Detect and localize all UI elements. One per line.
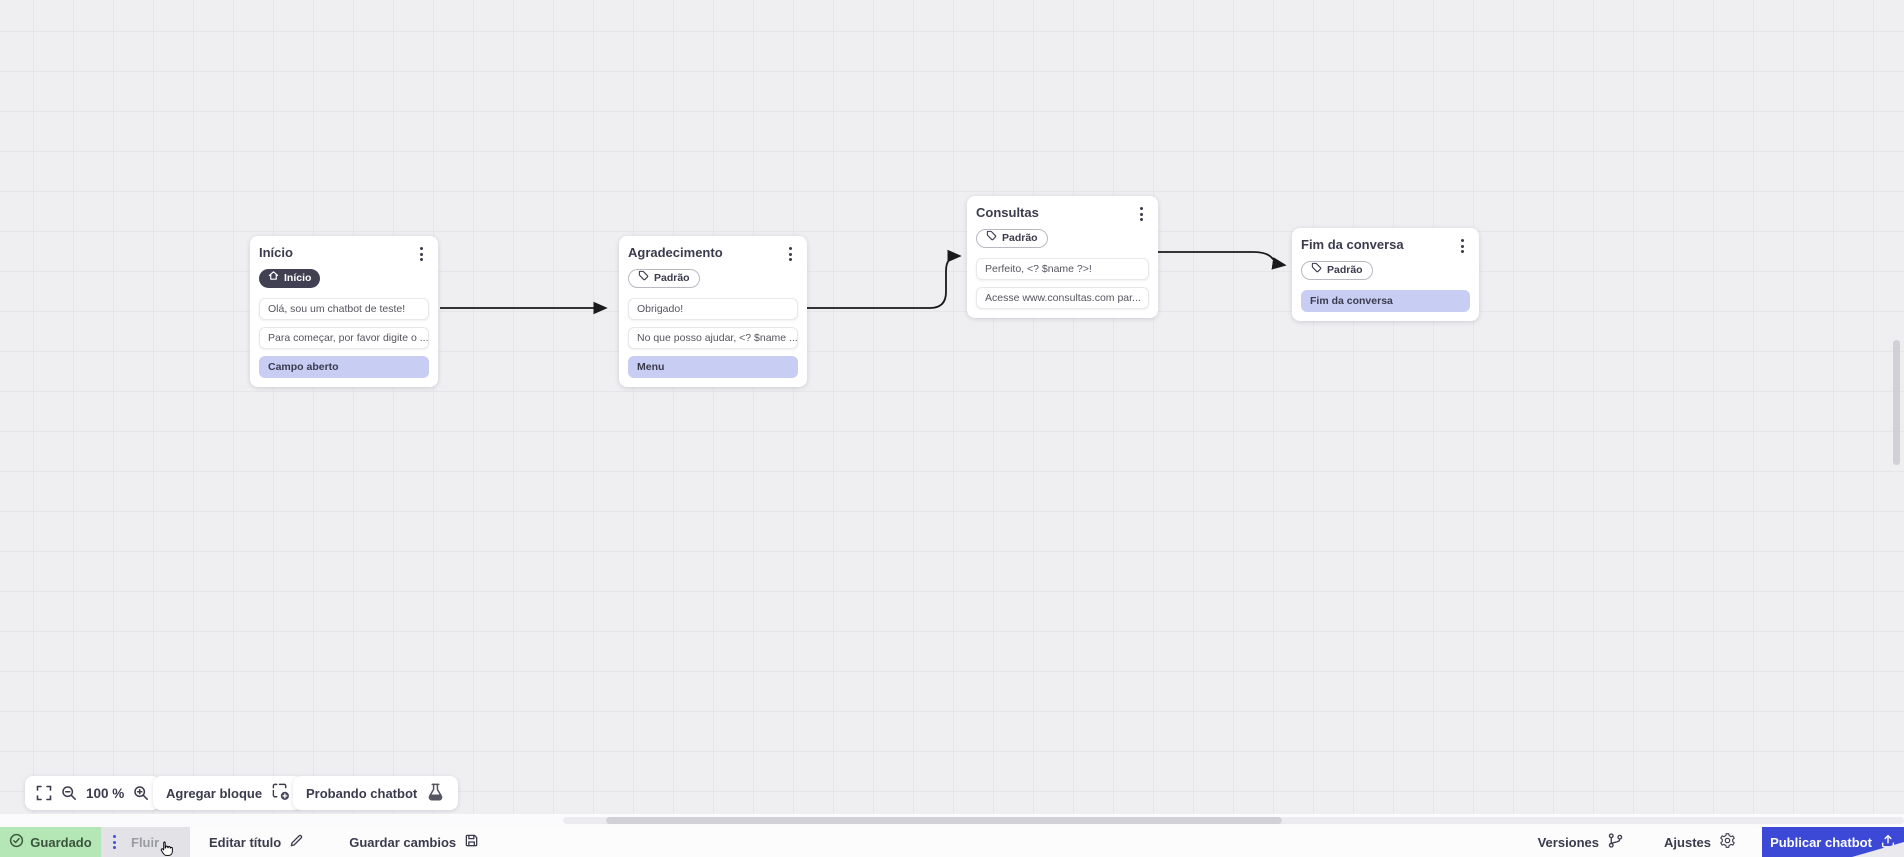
node-menu-button[interactable] bbox=[782, 245, 798, 263]
settings-label: Ajustes bbox=[1664, 834, 1711, 850]
saved-status-label: Guardado bbox=[30, 834, 92, 850]
tag-icon bbox=[986, 229, 997, 248]
node-message-row[interactable]: Obrigado! bbox=[628, 298, 798, 320]
node-title: Fim da conversa bbox=[1301, 237, 1404, 252]
node-action-row[interactable]: Fim da conversa bbox=[1301, 290, 1470, 312]
edit-title-label: Editar título bbox=[209, 834, 282, 850]
tab-fluir[interactable]: Fluir bbox=[101, 827, 190, 857]
node-action-row[interactable]: Campo aberto bbox=[259, 356, 429, 378]
branch-icon bbox=[1607, 832, 1624, 852]
bottom-bar-spacer bbox=[479, 827, 1537, 857]
add-block-button[interactable]: Agregar bloque bbox=[153, 776, 304, 810]
zoom-out-button[interactable] bbox=[61, 785, 77, 801]
check-circle-icon bbox=[9, 833, 24, 851]
connection-arrow bbox=[1158, 251, 1287, 270]
gear-icon bbox=[1719, 832, 1736, 852]
publish-chatbot-button[interactable]: Publicar chatbot bbox=[1762, 827, 1904, 857]
upload-icon bbox=[1880, 833, 1896, 852]
canvas-bottom-gutter bbox=[0, 814, 1904, 827]
versions-label: Versiones bbox=[1537, 834, 1600, 850]
bottom-bar: Guardado Fluir Editar título Guardar cam… bbox=[0, 827, 1904, 857]
zoom-toolbar: 100 % bbox=[25, 776, 161, 810]
flask-icon bbox=[426, 782, 445, 804]
flow-canvas[interactable]: Início Início Olá, sou um chatbot de tes… bbox=[0, 0, 1904, 814]
add-block-label: Agregar bloque bbox=[166, 785, 263, 801]
node-title: Início bbox=[259, 245, 293, 260]
publish-label: Publicar chatbot bbox=[1770, 834, 1872, 850]
flow-node-inicio[interactable]: Início Início Olá, sou um chatbot de tes… bbox=[250, 236, 438, 387]
flow-connections bbox=[440, 249, 1287, 315]
save-changes-button[interactable]: Guardar cambios bbox=[349, 827, 479, 857]
node-title: Consultas bbox=[976, 205, 1039, 220]
flow-node-fim-da-conversa[interactable]: Fim da conversa Padrão Fim da conversa bbox=[1292, 228, 1479, 321]
node-message-row[interactable]: Olá, sou um chatbot de teste! bbox=[259, 298, 429, 320]
node-message-row[interactable]: Para começar, por favor digite o ... bbox=[259, 327, 429, 349]
node-type-badge: Padrão bbox=[628, 269, 700, 288]
edit-title-button[interactable]: Editar título bbox=[209, 827, 304, 857]
tag-icon bbox=[638, 269, 649, 288]
flow-node-consultas[interactable]: Consultas Padrão Perfeito, <? $name ?>! A… bbox=[967, 196, 1158, 318]
node-menu-button[interactable] bbox=[413, 245, 429, 263]
test-chatbot-button[interactable]: Probando chatbot bbox=[293, 776, 459, 810]
node-title: Agradecimento bbox=[628, 245, 723, 260]
drag-handle-icon bbox=[113, 835, 116, 849]
tag-icon bbox=[1311, 261, 1322, 280]
node-menu-button[interactable] bbox=[1454, 237, 1470, 255]
node-type-badge: Início bbox=[259, 269, 321, 288]
add-block-icon bbox=[271, 782, 290, 804]
save-icon bbox=[464, 833, 479, 851]
node-message-row[interactable]: No que posso ajudar, <? $name ... bbox=[628, 327, 798, 349]
test-chatbot-label: Probando chatbot bbox=[306, 785, 418, 801]
zoom-level: 100 % bbox=[86, 785, 125, 801]
node-message-row[interactable]: Acesse www.consultas.com par... bbox=[976, 287, 1149, 309]
settings-button[interactable]: Ajustes bbox=[1664, 827, 1736, 857]
save-changes-label: Guardar cambios bbox=[349, 834, 457, 850]
pencil-icon bbox=[289, 833, 304, 851]
zoom-in-button[interactable] bbox=[133, 785, 149, 801]
node-menu-button[interactable] bbox=[1133, 205, 1149, 223]
connection-arrow bbox=[807, 249, 962, 309]
tab-fluir-label: Fluir bbox=[131, 834, 160, 850]
horizontal-scrollbar-thumb[interactable] bbox=[606, 817, 1282, 824]
node-action-row[interactable]: Menu bbox=[628, 356, 798, 378]
flow-node-agradecimento[interactable]: Agradecimento Padrão Obrigado! No que pos… bbox=[619, 236, 807, 387]
node-type-badge: Padrão bbox=[1301, 261, 1373, 280]
home-icon bbox=[268, 269, 279, 288]
node-type-badge: Padrão bbox=[976, 229, 1048, 248]
vertical-scrollbar-thumb[interactable] bbox=[1893, 340, 1900, 465]
versions-button[interactable]: Versiones bbox=[1538, 827, 1624, 857]
horizontal-scrollbar-track[interactable] bbox=[563, 817, 1904, 824]
fit-view-button[interactable] bbox=[36, 785, 52, 801]
saved-status: Guardado bbox=[0, 827, 101, 857]
node-message-row[interactable]: Perfeito, <? $name ?>! bbox=[976, 258, 1149, 280]
